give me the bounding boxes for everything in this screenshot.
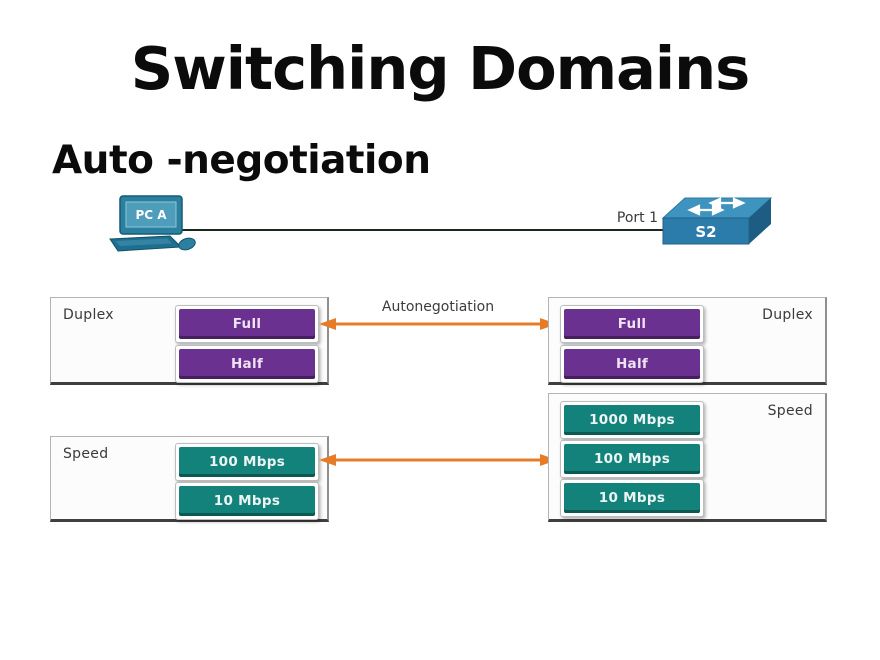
pc-icon: PC A — [109, 195, 196, 252]
option-button-half: Half — [179, 349, 315, 379]
slide-subtitle: Auto -negotiation — [52, 138, 431, 183]
switch-front-face — [662, 217, 750, 245]
duplex-right-option-half: Half — [560, 345, 704, 383]
speed-right-label: Speed — [767, 403, 813, 419]
speed-left-option-10: 10 Mbps — [175, 482, 319, 520]
speed-left-option-100: 100 Mbps — [175, 443, 319, 481]
duplex-right-panel: Duplex Full Half — [548, 297, 827, 385]
pc-label: PC A — [135, 208, 167, 222]
option-button-100mbps: 100 Mbps — [564, 444, 700, 474]
option-button-full: Full — [564, 309, 700, 339]
switch-icon: S2 — [661, 197, 773, 245]
duplex-arrow-icon — [319, 318, 557, 330]
speed-right-panel: Speed 1000 Mbps 100 Mbps 10 Mbps — [548, 393, 827, 522]
pc-screen — [125, 201, 177, 228]
ethernet-cable — [178, 229, 665, 231]
switch-label: S2 — [695, 223, 716, 241]
pc-keyboard-keys — [115, 238, 172, 246]
switch-arrows-icon — [687, 197, 746, 216]
switch-side-face — [749, 198, 771, 244]
duplex-right-label: Duplex — [762, 307, 813, 323]
option-button-full: Full — [179, 309, 315, 339]
option-button-10mbps: 10 Mbps — [179, 486, 315, 516]
option-button-100mbps: 100 Mbps — [179, 447, 315, 477]
speed-right-option-100: 100 Mbps — [560, 440, 704, 478]
duplex-left-option-half: Half — [175, 345, 319, 383]
duplex-left-label: Duplex — [63, 307, 114, 323]
option-button-10mbps: 10 Mbps — [564, 483, 700, 513]
option-button-half: Half — [564, 349, 700, 379]
speed-right-option-1000: 1000 Mbps — [560, 401, 704, 439]
autonegotiation-label: Autonegotiation — [381, 299, 495, 315]
option-button-1000mbps: 1000 Mbps — [564, 405, 700, 435]
duplex-left-option-full: Full — [175, 305, 319, 343]
speed-arrow-icon — [319, 454, 557, 466]
slide-title: Switching Domains — [130, 34, 751, 103]
port-label: Port 1 — [616, 210, 658, 226]
speed-left-panel: Speed 100 Mbps 10 Mbps — [50, 436, 329, 522]
duplex-left-panel: Duplex Full Half — [50, 297, 329, 385]
speed-right-option-10: 10 Mbps — [560, 479, 704, 517]
mouse-icon — [178, 237, 196, 251]
speed-left-label: Speed — [63, 446, 109, 462]
duplex-right-option-full: Full — [560, 305, 704, 343]
